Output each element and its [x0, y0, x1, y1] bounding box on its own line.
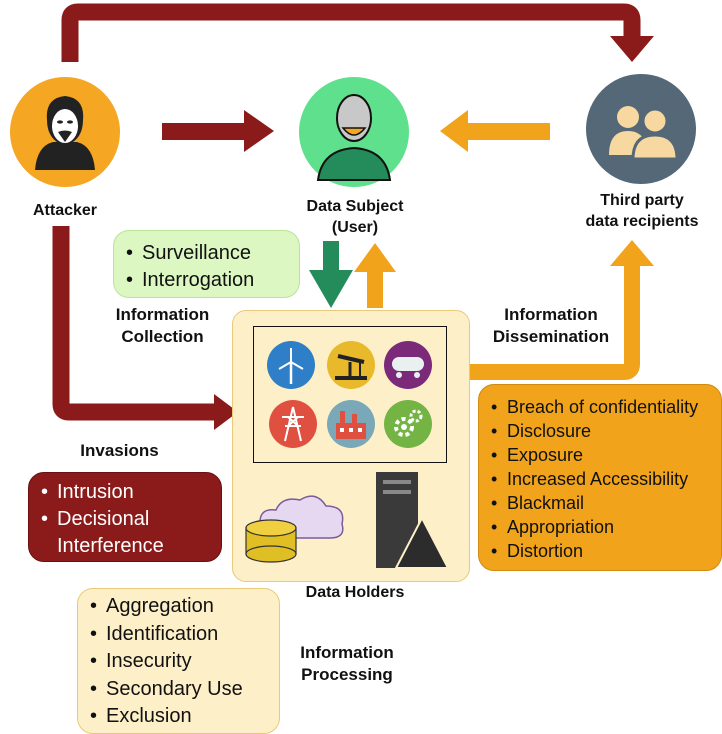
warning-icon: [394, 515, 450, 569]
data-subject-label-line2: (User): [331, 219, 379, 236]
third-party-label: Third party data recipients: [562, 190, 722, 232]
processing-item: Insecurity: [88, 648, 279, 676]
collection-title-line1: Information: [115, 305, 210, 324]
attacker-label: Attacker: [32, 202, 98, 219]
holders-to-subject-arrow: [354, 243, 396, 308]
dissemination-arrow: [470, 240, 654, 380]
invasions-title: Invasions: [80, 441, 159, 460]
wind-turbine-icon: [267, 341, 315, 389]
data-subject-label-line1: Data Subject: [306, 198, 404, 215]
third-party-label-line2: data recipients: [585, 213, 699, 230]
dissemination-item: Increased Accessibility: [489, 467, 721, 491]
third-party-to-subject-arrow: [440, 110, 550, 152]
gears-icon: [384, 400, 432, 448]
processing-title: Information Processing: [282, 642, 412, 686]
dissemination-item: Exposure: [489, 443, 721, 467]
attacker-to-subject-arrow: [162, 110, 274, 152]
group-icon: [586, 74, 696, 184]
invasions-item: Intrusion: [39, 479, 221, 506]
collection-arrow: [309, 241, 353, 308]
cloud-database-icon: [245, 495, 344, 563]
dissemination-title: Information Dissemination: [472, 304, 630, 348]
dissemination-items-box: Breach of confidentiality Disclosure Exp…: [478, 384, 722, 571]
processing-item: Identification: [88, 621, 279, 649]
dissemination-title-line2: Dissemination: [492, 327, 610, 346]
factory-icon: [327, 400, 375, 448]
third-party-label-line1: Third party: [600, 192, 684, 209]
invasions-item: Decisional: [39, 506, 221, 533]
attacker-icon: [10, 77, 120, 187]
dissemination-item: Appropriation: [489, 515, 721, 539]
attacker-to-holders-arrow: [52, 226, 238, 430]
collection-title-line2: Collection: [121, 327, 204, 346]
collection-item: Surveillance: [124, 240, 299, 267]
collection-item: Interrogation: [124, 267, 299, 294]
data-subject-label: Data Subject (User): [270, 196, 440, 238]
processing-item: Secondary Use: [88, 676, 279, 704]
user-icon: [299, 77, 409, 187]
collection-items-box: Surveillance Interrogation: [113, 230, 300, 298]
processing-title-line2: Processing: [301, 665, 393, 684]
invasions-items-box: Intrusion Decisional Interference: [28, 472, 222, 562]
processing-items-box: Aggregation Identification Insecurity Se…: [77, 588, 280, 734]
tanker-icon: [384, 341, 432, 389]
dissemination-item: Breach of confidentiality: [489, 395, 721, 419]
invasions-item-continued: Interference: [57, 535, 164, 557]
dissemination-item: Distortion: [489, 539, 721, 563]
power-tower-icon: [269, 400, 317, 448]
dissemination-title-line1: Information: [504, 305, 598, 324]
infrastructure-icons-frame: [253, 326, 447, 463]
server-warning-icon: [376, 472, 450, 569]
attacker-to-third-party-arrow: [61, 3, 654, 62]
oil-pump-icon: [327, 341, 375, 389]
dissemination-item: Blackmail: [489, 491, 721, 515]
processing-item: Exclusion: [88, 703, 279, 731]
data-holders-label: Data Holders: [305, 584, 405, 601]
database-icon: [245, 519, 297, 563]
processing-title-line1: Information: [300, 643, 394, 662]
processing-item: Aggregation: [88, 593, 279, 621]
dissemination-item: Disclosure: [489, 419, 721, 443]
collection-title: Information Collection: [100, 304, 225, 348]
